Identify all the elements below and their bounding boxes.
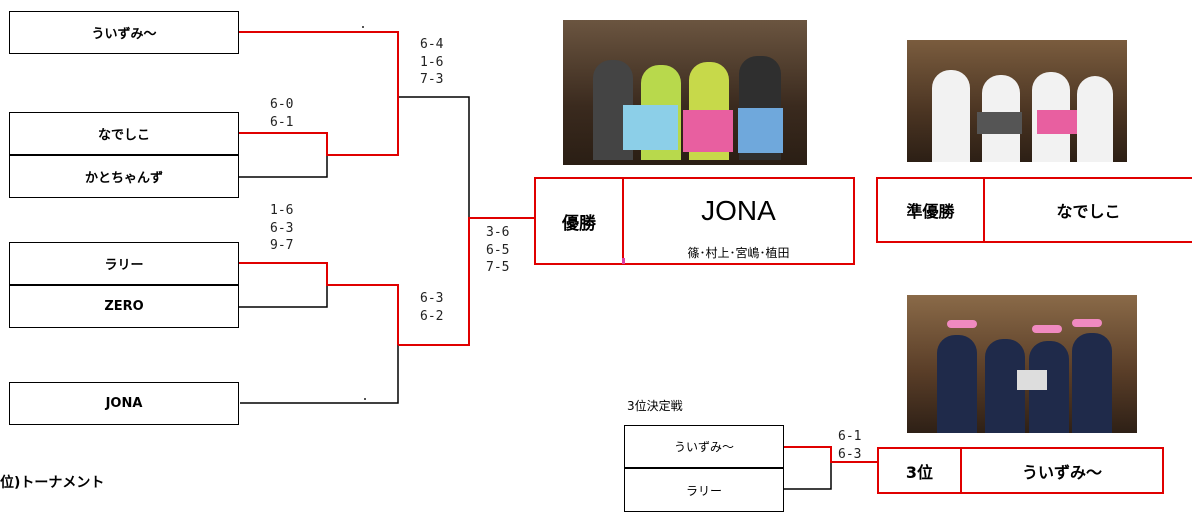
tournament-title: 位)トーナメント	[0, 475, 105, 491]
playoff-team-uizumi: ういずみ〜	[624, 425, 784, 468]
runner-up-name: なでしこ	[1056, 202, 1121, 221]
third-place-team-photo	[907, 295, 1137, 433]
score-top-semifinal: 6-4 1-6 7-3	[420, 37, 444, 87]
team-uizumi: ういずみ〜	[9, 11, 239, 54]
runner-up-box	[876, 177, 1192, 243]
score-nadeshiko: 6-0 6-1	[270, 97, 294, 130]
score-third-place: 6-1 6-3	[838, 429, 862, 462]
winner-name: JONA	[701, 195, 776, 226]
playoff-team-rally: ラリー	[624, 468, 784, 512]
third-place-divider	[960, 447, 962, 494]
dot-mark	[364, 398, 366, 400]
team-zero: ZERO	[9, 285, 239, 328]
winner-divider	[622, 177, 624, 265]
third-place-box	[877, 447, 1164, 494]
winner-box	[534, 177, 855, 265]
team-katochanzu: かとちゃんず	[9, 155, 239, 198]
winner-team-photo	[563, 20, 807, 165]
bracket-black-lines	[238, 96, 832, 490]
winner-members: 篠･村上･宮嶋･植田	[687, 245, 790, 260]
score-bottom-semifinal: 6-3 6-2	[420, 291, 444, 324]
runner-up-label: 準優勝	[906, 202, 955, 221]
team-nadeshiko: なでしこ	[9, 112, 239, 155]
runner-up-team-photo	[907, 40, 1127, 162]
team-rally: ラリー	[9, 242, 239, 285]
team-jona: JONA	[9, 382, 239, 425]
winner-label: 優勝	[562, 213, 596, 234]
third-place-name: ういずみ〜	[1021, 462, 1102, 482]
third-playoff-title: 3位決定戦	[627, 399, 683, 413]
dot-mark	[362, 26, 364, 28]
third-place-label: 3位	[905, 462, 934, 482]
runner-up-divider	[983, 177, 985, 243]
score-rally: 1-6 6-3 9-7	[270, 203, 294, 253]
score-final: 3-6 6-5 7-5	[486, 225, 510, 275]
bracket-red-lines	[238, 31, 878, 463]
winner-accent-mark	[622, 258, 625, 264]
